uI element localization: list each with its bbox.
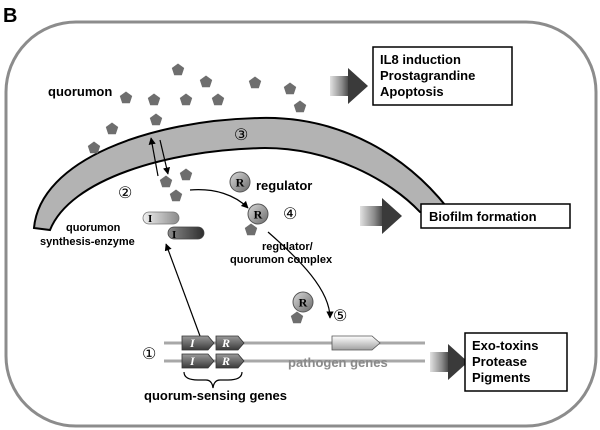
gene-r-upper <box>215 335 245 351</box>
svg-text:R: R <box>254 208 263 222</box>
activation-arrow <box>267 231 334 319</box>
output-arrow-pathogen <box>430 344 468 380</box>
quorumon-synthesis-enzyme: I I <box>142 211 205 241</box>
output-arrow-host <box>330 68 368 104</box>
svg-text:R: R <box>299 296 308 310</box>
host-response-item: Prostagrandine <box>380 68 475 83</box>
quorum-sensing-gene-cluster: I R I R <box>181 335 245 369</box>
bound-regulator-complex: R <box>290 291 314 324</box>
svg-text:R: R <box>221 336 230 350</box>
biofilm-box: Biofilm formation <box>420 203 571 229</box>
binding-arrow <box>189 189 249 209</box>
import-arrow <box>159 139 171 175</box>
synthesis-label-line1: quorumon <box>66 222 121 234</box>
svg-text:R: R <box>221 354 230 368</box>
step-4-marker: ④ <box>283 206 297 223</box>
complex-label-line2: quorumon complex <box>230 254 333 266</box>
pathogen-gene <box>331 335 381 351</box>
expression-arrow <box>164 243 201 337</box>
synthesis-label-line2: synthesis-enzyme <box>40 236 135 248</box>
host-response-box: IL8 induction Prostagrandine Apoptosis <box>372 46 513 106</box>
biofilm-label: Biofilm formation <box>429 209 537 224</box>
step-3-marker: ③ <box>234 127 248 144</box>
svg-text:I: I <box>189 354 196 368</box>
step-2-marker: ② <box>118 185 132 202</box>
virulence-item: Pigments <box>472 370 531 385</box>
regulator-protein: R <box>229 171 251 193</box>
gene-r-lower <box>215 353 245 369</box>
quorum-sensing-genes-label: quorum-sensing genes <box>144 388 287 403</box>
svg-text:I: I <box>172 229 176 241</box>
complex-label-line1: regulator/ <box>262 241 313 253</box>
virulence-item: Protease <box>472 354 527 369</box>
gene-i-lower <box>181 353 215 369</box>
regulator-quorumon-complex: R <box>244 203 269 236</box>
pathogen-genes-label: pathogen genes <box>288 355 388 370</box>
svg-text:I: I <box>148 213 152 225</box>
gene-i-upper <box>181 335 215 351</box>
export-arrow <box>148 137 159 177</box>
virulence-factor-box: Exo-toxins Protease Pigments <box>464 332 568 392</box>
step-1-marker: ① <box>142 346 156 363</box>
regulator-label: regulator <box>256 178 312 193</box>
output-arrow-biofilm <box>360 198 402 234</box>
regulator-glyph: R <box>236 176 245 190</box>
host-response-item: IL8 induction <box>380 52 461 67</box>
quorumon-label: quorumon <box>48 84 112 99</box>
gene-brace <box>183 371 243 389</box>
svg-text:I: I <box>189 336 196 350</box>
step-5-marker: ⑤ <box>333 308 347 325</box>
host-response-item: Apoptosis <box>380 84 444 99</box>
panel-letter: B <box>3 5 17 27</box>
virulence-item: Exo-toxins <box>472 338 538 353</box>
